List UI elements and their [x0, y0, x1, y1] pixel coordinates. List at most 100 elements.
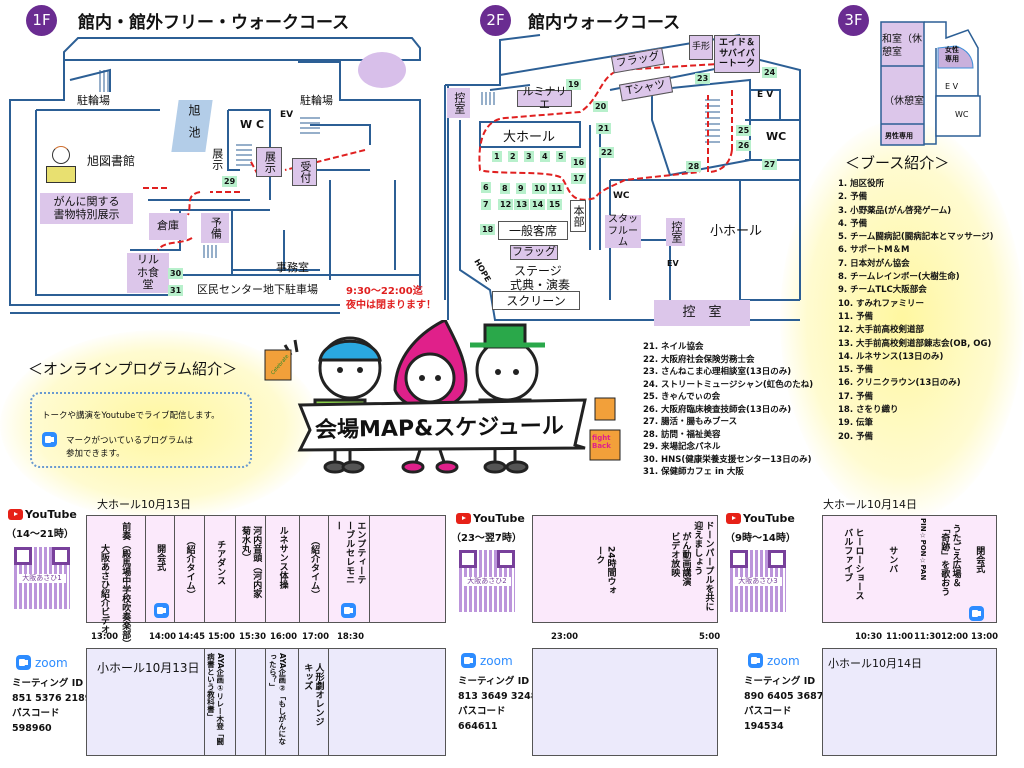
ceremony-label: 式典・演奏: [510, 278, 571, 292]
program-pin-pon-pan: PIN☆PON☆PAN: [918, 518, 927, 581]
time-label: 12:00: [941, 632, 969, 642]
pond-label: 旭池: [187, 104, 201, 148]
aid-survivor-talk-booth[interactable]: エイド＆サバイバートーク: [714, 35, 760, 73]
zoom-camera-icon[interactable]: [154, 603, 169, 618]
floor-2-badge: 2F: [480, 5, 511, 36]
booth-number-6: 6: [481, 182, 491, 193]
ev-2f-east: E V: [757, 90, 774, 100]
booth-number-9: 9: [516, 183, 526, 194]
booth-number-17: 17: [571, 173, 587, 184]
youtube-qr-code-3[interactable]: 大阪あさひ3: [728, 548, 788, 614]
youtube-logo-1: YouTube: [8, 508, 77, 521]
time-label: 15:30: [239, 632, 267, 642]
screen: スクリーン: [492, 291, 580, 310]
booth-item: 25. きゃんでぃの会: [643, 392, 721, 402]
booth-item: 13. 大手前高校剣道部錬志会(OB, OG): [838, 338, 992, 349]
zoom-camera-icon[interactable]: [341, 603, 356, 618]
handprint-booth[interactable]: 手形: [689, 35, 713, 60]
online-program-heading: ＜オンラインプログラム紹介＞: [28, 360, 238, 378]
meeting-id[interactable]: 890 6405 3687: [744, 691, 824, 702]
booth-number-19: 19: [566, 79, 582, 90]
small-hall-14-title: 小ホール10月14日: [828, 657, 922, 670]
passcode[interactable]: 194534: [744, 721, 784, 732]
booth-item: 31. 保健師カフェ in 大阪: [643, 467, 744, 477]
ev-2f-center: EV: [667, 259, 679, 268]
program-cheer: チアダンス: [215, 540, 226, 585]
passcode-label: パスコード: [458, 706, 506, 717]
passcode-label: パスコード: [744, 706, 792, 717]
aid-label: エイド＆サバイバートーク: [718, 38, 755, 70]
cancer-books-exhibit[interactable]: がんに関する書物特別展示: [40, 193, 133, 224]
booth-number-21: 21: [596, 123, 612, 134]
booth-number-5: 5: [556, 151, 566, 162]
ev-1f: EV: [280, 110, 294, 120]
zoom-logo-2: zoom: [461, 653, 513, 668]
program-opening: 開会式: [155, 544, 166, 571]
booth-number-12: 12: [498, 199, 514, 210]
meeting-id[interactable]: 813 3649 3248: [458, 691, 538, 702]
large-hall-14-title: 大ホール10月14日: [823, 498, 917, 511]
passcode[interactable]: 598960: [12, 723, 52, 734]
passcode-label: パスコード: [12, 708, 60, 719]
flag2-label: フラッグ: [512, 245, 556, 259]
exhibit-label: 展示: [263, 151, 277, 173]
time-label: 14:45: [178, 632, 206, 642]
booth-item: 21. ネイル協会: [643, 342, 704, 352]
program-samba: サンバ: [887, 546, 898, 573]
bag-fight-back: fight Back: [592, 434, 611, 450]
exhibit-vertical-label: 展示: [210, 148, 224, 170]
zoom-camera-icon[interactable]: [969, 606, 984, 621]
time-label: 16:00: [270, 632, 298, 642]
booth-item: 4. 予備: [838, 218, 868, 229]
seats-label: 一般客席: [508, 224, 557, 238]
booth-number-24: 24: [762, 67, 778, 78]
program-utagoe: うたごえ広場＆「奇跡」を歌おう: [939, 524, 961, 596]
reception-booth[interactable]: 受付: [292, 158, 317, 186]
qr-caption: 大阪あさひ1: [18, 574, 66, 583]
zoom-meeting-info-3: ミーティング ID 890 6405 3687 パスコード 194534: [744, 674, 823, 734]
program-cancer-video: がん動画講演ビデオ放映: [669, 532, 691, 586]
large-hall-13-title: 大ホール10月13日: [97, 498, 191, 511]
booth-item: 16. クリニクラウン(13日のみ): [838, 378, 961, 389]
program-asahi-video: 大阪あさひ紹介ビデオ: [99, 544, 109, 634]
time-label: 11:00: [886, 632, 914, 642]
online-line-1: トークや講演をYoutubeでライブ配信します。: [42, 411, 220, 421]
luminarie-booth[interactable]: ルミナリエ: [517, 85, 572, 110]
small-hall-13-schedule: 小ホール10月13日 AYA企画①リレー木登「闘病書という教科書」 AYA企画②…: [86, 648, 446, 756]
program-renaissance: ルネサンス体操: [277, 526, 288, 589]
dining-label: リルホ食堂: [137, 253, 159, 292]
time-label: 13:00: [91, 632, 119, 642]
program-aya-2: AYA企画②「もしがんになったら？」: [268, 653, 287, 746]
booth-number-15: 15: [547, 199, 563, 210]
booth-number-23: 23: [695, 73, 711, 84]
library-reader-icon: [46, 146, 76, 186]
floor-2-title: 館内ウォークコース: [528, 13, 681, 33]
general-seating: 一般客席: [498, 221, 568, 240]
passcode[interactable]: 664611: [458, 721, 498, 732]
youtube-qr-code-1[interactable]: 大阪あさひ1: [12, 545, 72, 611]
books-label: がんに関する書物特別展示: [53, 194, 120, 221]
booth-number-20: 20: [593, 101, 609, 112]
meeting-id[interactable]: 851 5376 2189: [12, 693, 92, 704]
youtube-label: YouTube: [25, 508, 77, 521]
exhibit-booth[interactable]: 展示: [256, 147, 282, 177]
staff-room: スタッフルーム: [605, 214, 641, 248]
youtube-qr-code-2[interactable]: 大阪あさひ2: [457, 548, 517, 614]
booth-number-30: 30: [168, 268, 184, 279]
online-line-2: マークがついているプログラムは: [66, 436, 193, 446]
rilho-dining[interactable]: リルホ食堂: [127, 253, 169, 293]
zoom-camera-icon: [748, 653, 763, 668]
booth-number-31: 31: [168, 285, 184, 296]
booth-number-7: 7: [481, 199, 491, 210]
booth-list-1: 1. 旭区役所 2. 予備 3. 小野薬品(がん啓発ゲーム) 4. 予備 5. …: [838, 178, 1018, 444]
youtube-logo-3: YouTube: [726, 512, 795, 525]
waiting-room-2f-center: 控室: [666, 218, 685, 246]
zoom-meeting-info-1: ミーティング ID 851 5376 2189 パスコード 598960: [12, 676, 91, 736]
booth-item: 24. ストリートミュージシャン(虹色のたね): [643, 379, 814, 390]
night-schedule: 24時間ウォーク がん動画講演ビデオ放映 ドーンパープルを共に迎えましょう: [532, 515, 718, 623]
program-dawn-purple: ドーンパープルを共に迎えましょう: [692, 521, 714, 611]
headquarters[interactable]: 本部: [570, 200, 586, 232]
rest-room-label: （休憩室: [884, 96, 924, 107]
booth-item: 17. 予備: [838, 391, 874, 402]
flag-booth-stage[interactable]: フラッグ: [510, 245, 558, 260]
